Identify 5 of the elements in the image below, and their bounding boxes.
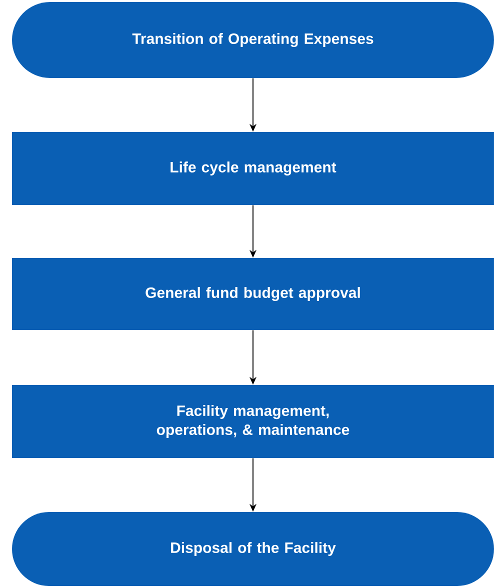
process-box: General fund budget approval: [12, 258, 494, 330]
process-box: Facility management, operations, & maintenance: [12, 385, 494, 458]
terminal-box: Transition of Operating Expenses: [12, 2, 494, 78]
process-box: Life cycle management: [12, 132, 494, 205]
terminal-box: Disposal of the Facility: [12, 512, 494, 586]
